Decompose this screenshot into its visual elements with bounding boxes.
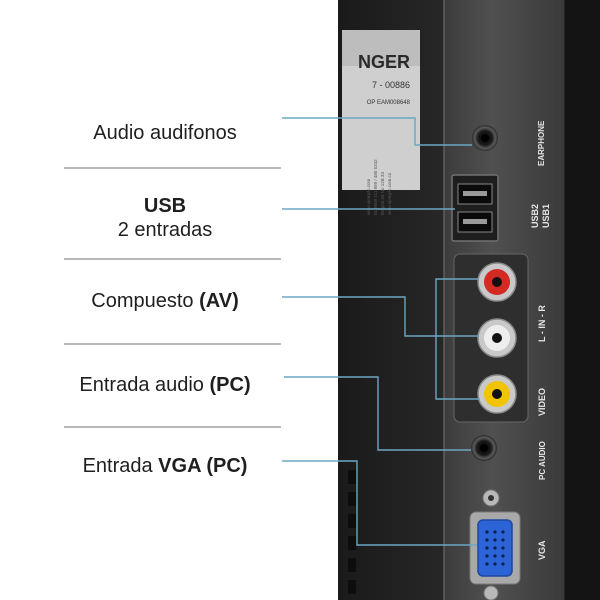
vga-connector	[469, 489, 521, 600]
label-av-text: Compuesto	[91, 290, 200, 312]
rating-sticker: NGER 7 - 00886 OP EAM008648 www.ejemplo.…	[342, 30, 420, 215]
rca-white-jack	[477, 318, 517, 358]
usb-ports	[451, 174, 499, 242]
tv-back-panel-photo: NGER 7 - 00886 OP EAM008648 www.ejemplo.…	[338, 0, 600, 600]
rca-yellow-jack	[477, 374, 517, 414]
label-av-bold: (AV)	[199, 290, 239, 312]
port-label-vga: VGA	[537, 540, 547, 560]
label-pc-audio: Entrada audio (PC)	[40, 373, 290, 397]
label-vga-text: Entrada	[82, 455, 159, 477]
sticker-brand: NGER	[358, 52, 410, 72]
label-earphone-text: Audio audifonos	[93, 122, 237, 144]
label-vga-bold: VGA (PC)	[158, 455, 248, 477]
sticker-line-4: www.ejemplo.com.co	[387, 172, 392, 215]
sticker-serial: 7 - 00886	[372, 80, 410, 90]
label-usb-subtitle: 2 entradas	[117, 219, 213, 241]
sticker-line-3: Bogota 55 No 12B 34	[380, 171, 385, 215]
label-pc-audio-text: Entrada audio	[79, 374, 210, 396]
sticker-op: OP EAM008648	[367, 100, 411, 106]
sticker-line-1: www.ejemplo.com	[366, 178, 371, 215]
label-av: Compuesto (AV)	[40, 289, 290, 313]
label-earphone: Audio audifonos	[40, 121, 290, 145]
separator-1	[64, 167, 281, 169]
right-edge	[565, 0, 600, 600]
port-label-earphone: EARPHONE	[537, 120, 546, 166]
rca-red-jack	[477, 262, 517, 302]
sticker-line-2: 01 8000 111 999 / 485 5342	[373, 159, 378, 215]
label-vga: Entrada VGA (PC)	[40, 454, 290, 478]
port-label-usb2: USB2	[530, 204, 540, 228]
label-usb: USB 2 entradas	[40, 194, 290, 242]
separator-2	[64, 258, 281, 260]
separator-3	[64, 343, 281, 345]
port-label-pc-audio: PC AUDIO	[538, 441, 547, 480]
label-usb-title: USB	[143, 195, 187, 217]
port-label-lr: L - IN - R	[537, 305, 547, 342]
port-label-video: VIDEO	[537, 388, 547, 416]
label-pc-audio-bold: (PC)	[209, 374, 251, 396]
separator-4	[64, 426, 281, 428]
port-label-usb1: USB1	[541, 204, 551, 228]
